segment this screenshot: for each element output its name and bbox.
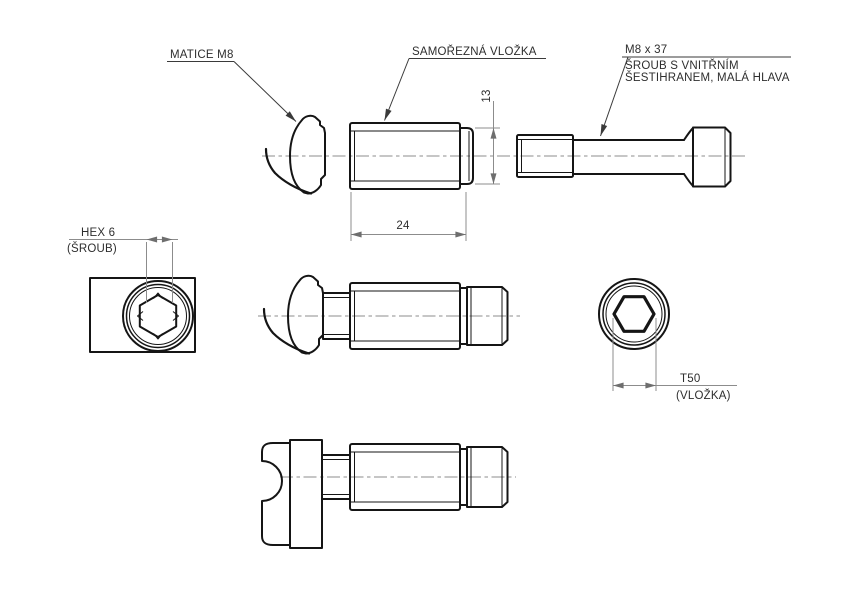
insert-tip [459, 127, 474, 185]
t50-dim-part: (VLOŽKA) [676, 389, 731, 402]
nut-label-text: MATICE M8 [170, 49, 234, 61]
counterbore-circle [129, 287, 187, 345]
label-insert: SAMOŘEZNÁ VLOŽKA [384, 45, 546, 121]
end-view-t50 [598, 278, 670, 350]
bolt-head-fillet-top [683, 127, 694, 141]
bolt-label-line3: ŠESTIHRANEM, MALÁ HLAVA [625, 71, 790, 84]
insert-side-view [349, 122, 474, 190]
insert-body [349, 122, 461, 190]
socket-tick-west [137, 311, 144, 321]
flange-inner-circle [125, 283, 191, 349]
dimension-t50: T50 (VLOŽKA) [612, 318, 737, 402]
bolt-head-fillet-bottom [683, 173, 694, 187]
hex-socket [138, 294, 178, 338]
flange-outer-circle [122, 280, 194, 352]
insert-label-text: SAMOŘEZNÁ VLOŽKA [412, 45, 537, 58]
dimension-13: 13 [475, 89, 500, 185]
label-nut: MATICE M8 [167, 49, 297, 122]
nut-profile [289, 114, 326, 195]
assembly-middle-row [258, 274, 520, 355]
nut-flange-plate [289, 439, 323, 549]
insert-leader-line [384, 58, 410, 121]
insert-outer-circle [598, 278, 670, 350]
bolt-label-line2: ŠROUB S VNITŘNÍM [625, 59, 739, 72]
end-view-block [89, 277, 196, 353]
nut-claw-profile [261, 442, 291, 546]
socket-tick-east [172, 311, 179, 321]
nut-leader-line [233, 61, 297, 122]
bolt-thread-section [516, 134, 574, 178]
t50-dim-value: T50 [680, 373, 700, 385]
dim24-value: 24 [396, 220, 410, 232]
insert-bore-circle [605, 285, 663, 343]
nut-side-view [264, 114, 326, 195]
bolt-label-line1: M8 x 37 [625, 44, 667, 56]
socket-tick-south [153, 333, 163, 340]
dimension-hex6: HEX 6 (ŠROUB) [67, 227, 178, 303]
hex-dim-value: HEX 6 [81, 227, 115, 239]
socket-tick-north [153, 292, 163, 299]
bolt-leader-line [600, 56, 629, 137]
insert-inner-circle [602, 282, 666, 346]
nut-side-view-assembled [262, 274, 325, 355]
dim13-value: 13 [481, 89, 493, 102]
hex-dim-part: (ŠROUB) [67, 242, 117, 255]
bolt-side-view [516, 126, 732, 188]
label-bolt: M8 x 37 ŠROUB S VNITŘNÍM ŠESTIHRANEM, MA… [600, 44, 791, 137]
torx-socket [612, 295, 656, 333]
end-view-hex [89, 277, 196, 353]
assembly-bottom-row [261, 439, 516, 549]
dimension-24: 24 [350, 192, 467, 241]
